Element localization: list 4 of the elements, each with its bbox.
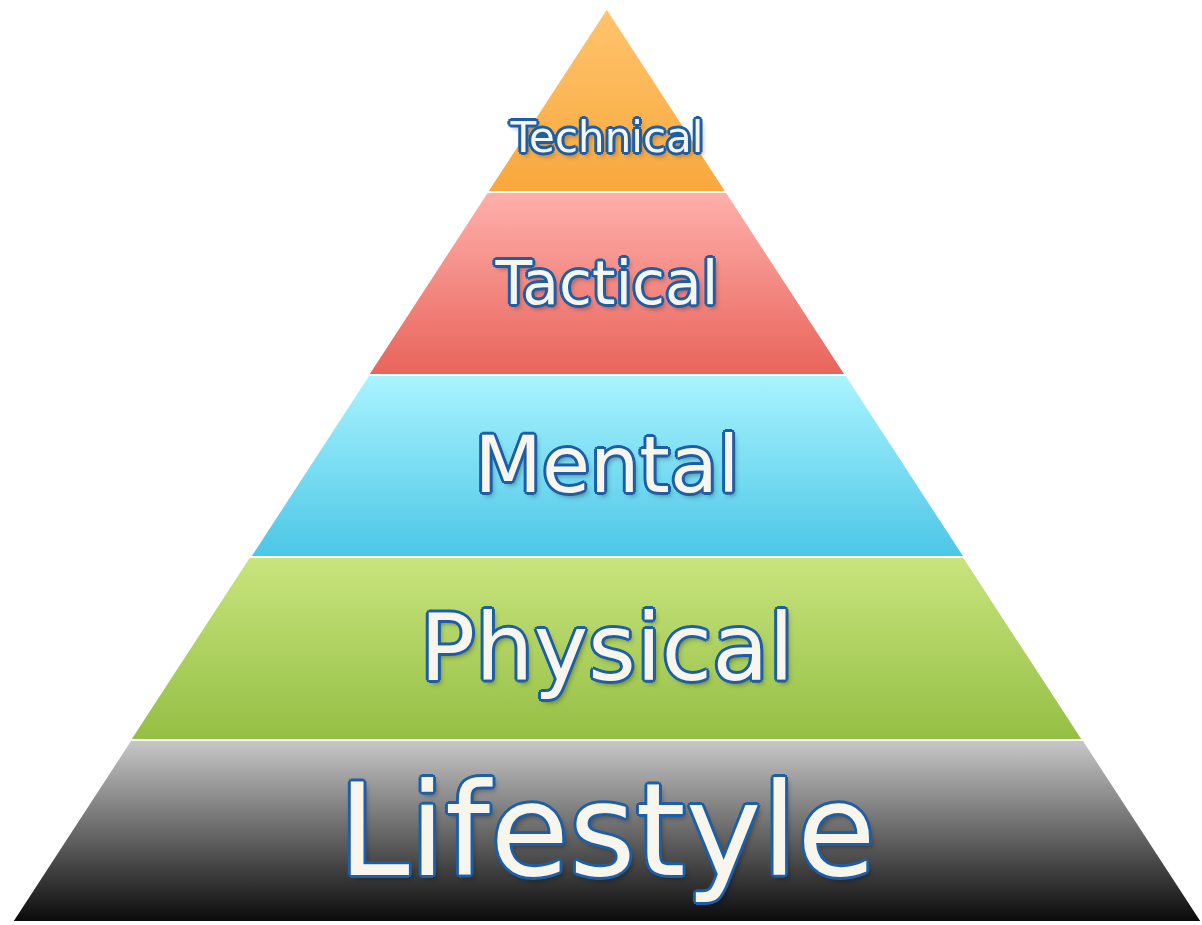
level-label: Tactical [495, 248, 719, 318]
level-label: Mental [474, 420, 740, 511]
level-label: Physical [419, 594, 795, 702]
level-label: Lifestyle [338, 756, 876, 906]
